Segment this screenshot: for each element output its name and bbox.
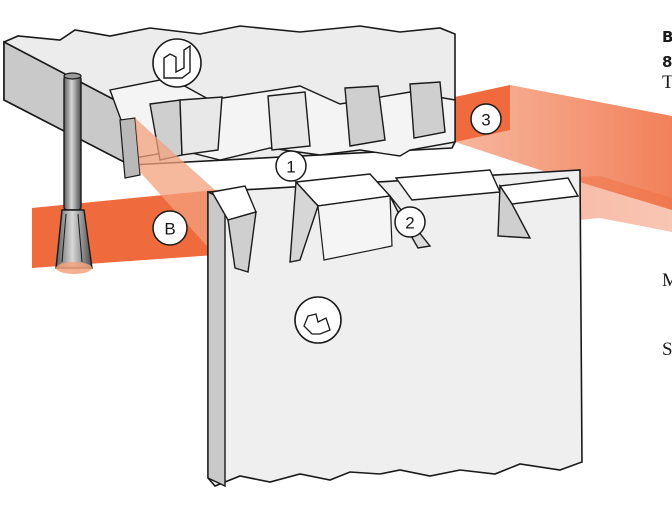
callout-1-label: 1 [286,158,295,177]
edge-text-line-1: B [662,28,672,46]
callout-1: 1 [275,150,307,182]
dovetail-joint-icon [294,296,342,344]
callout-2-label: 2 [405,214,414,233]
edge-text-line-5: S [662,339,672,360]
callout-3: 3 [470,103,502,135]
tail-joint-icon [152,38,202,88]
router-bit-icon [55,72,93,274]
callout-b-label: B [164,220,175,239]
pin-board [207,169,583,488]
edge-text-line-3: T [662,72,672,93]
edge-text-line-4: M [662,270,672,291]
callout-b: B [152,210,188,246]
callout-2: 2 [394,206,426,238]
callout-3-label: 3 [481,111,490,130]
edge-text-line-2: 8 [662,53,672,71]
